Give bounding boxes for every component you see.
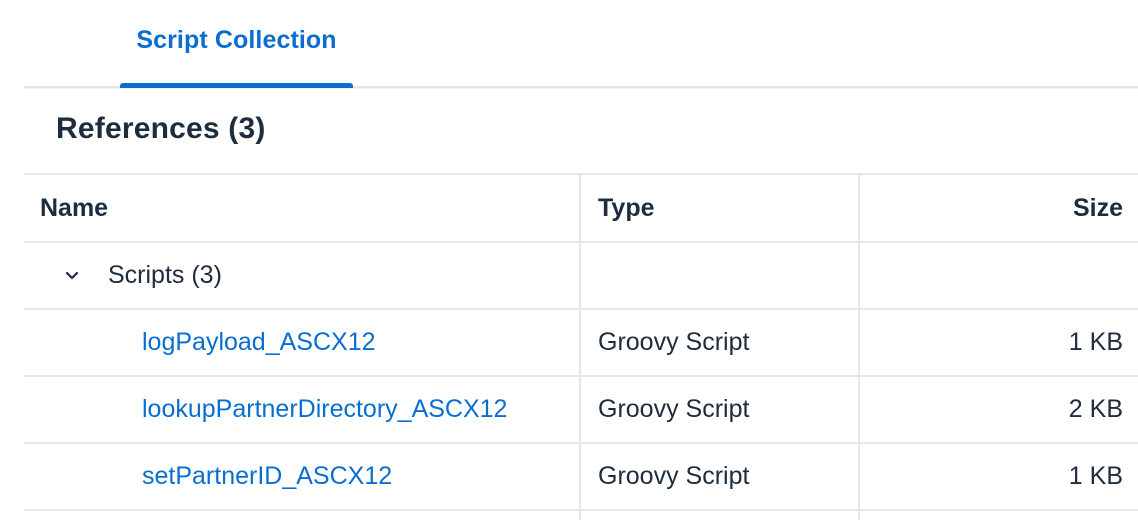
row-type: Groovy Script: [598, 328, 750, 356]
table-row: setPartnerID_ASCX12 Groovy Script 1 KB: [24, 444, 1138, 511]
column-header-type-label: Type: [598, 193, 655, 222]
references-table: Name Type Size Scripts (3): [24, 173, 1138, 520]
row-name-cell: setPartnerID_ASCX12: [24, 444, 581, 509]
row-size: 1 KB: [1068, 462, 1123, 490]
row-name-cell: [24, 511, 581, 520]
chevron-down-icon[interactable]: [58, 262, 86, 290]
script-link[interactable]: setPartnerID_ASCX12: [142, 462, 393, 490]
column-header-type[interactable]: Type: [581, 175, 860, 241]
row-type-cell: Groovy Script: [581, 377, 860, 442]
row-size: 1 KB: [1068, 328, 1123, 356]
row-size-cell: [860, 511, 1138, 520]
row-size-cell: 1 KB: [860, 310, 1138, 375]
column-header-name[interactable]: Name: [24, 175, 581, 241]
tab-label: Script Collection: [136, 26, 337, 54]
script-link[interactable]: lookupPartnerDirectory_ASCX12: [142, 395, 508, 423]
tab-active-indicator: [120, 83, 353, 88]
group-size-cell: [860, 243, 1138, 308]
tab-script-collection[interactable]: Script Collection: [120, 0, 353, 88]
group-type-cell: [581, 243, 860, 308]
group-name-cell: Scripts (3): [24, 243, 581, 308]
table-row: lookupPartnerDirectory_ASCX12 Groovy Scr…: [24, 377, 1138, 444]
script-link[interactable]: logPayload_ASCX12: [142, 328, 376, 356]
column-header-name-label: Name: [40, 193, 109, 222]
table-row-partial: [24, 511, 1138, 520]
table-row: logPayload_ASCX12 Groovy Script 1 KB: [24, 310, 1138, 377]
row-name-cell: logPayload_ASCX12: [24, 310, 581, 375]
column-header-size-label: Size: [1072, 193, 1123, 222]
row-size: 2 KB: [1068, 395, 1123, 423]
section-title: References (3): [56, 112, 266, 145]
row-size-cell: 2 KB: [860, 377, 1138, 442]
row-type-cell: [581, 511, 860, 520]
tab-bar: Script Collection: [24, 0, 1138, 88]
row-size-cell: 1 KB: [860, 444, 1138, 509]
row-type: Groovy Script: [598, 395, 750, 423]
group-label: Scripts (3): [108, 261, 222, 289]
table-header-row: Name Type Size: [24, 175, 1138, 243]
column-header-size[interactable]: Size: [860, 175, 1138, 241]
row-name-cell: lookupPartnerDirectory_ASCX12: [24, 377, 581, 442]
row-type: Groovy Script: [598, 462, 750, 490]
group-row-scripts[interactable]: Scripts (3): [24, 243, 1138, 310]
row-type-cell: Groovy Script: [581, 444, 860, 509]
row-type-cell: Groovy Script: [581, 310, 860, 375]
